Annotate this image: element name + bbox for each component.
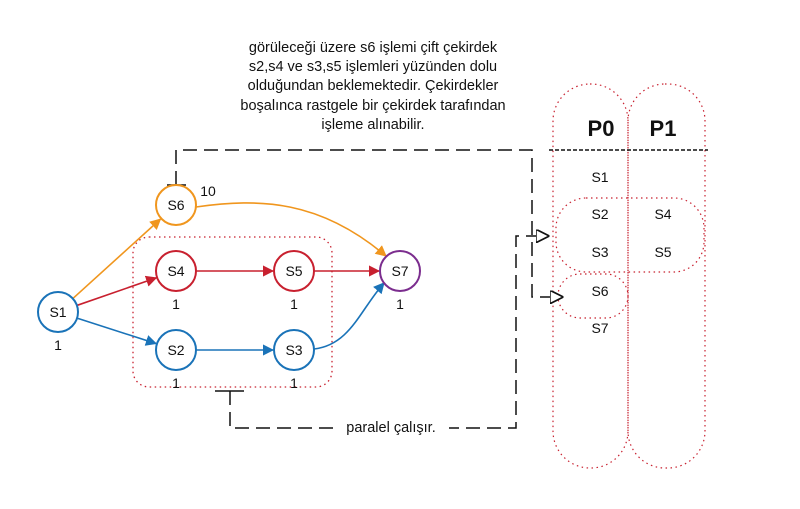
s6-connector-line [175,149,562,297]
note-line-3: olduğundan beklemektedir. Çekirdekler [248,78,499,94]
slot-p0-row2: S2 [591,206,608,222]
p1-header: P1 [650,116,677,141]
s6-connector [167,149,562,297]
p1-column [627,83,706,469]
edge-s1-s2 [76,317,158,346]
slot-p0-row4: S6 [591,283,608,299]
node-s2: S2 1 [155,329,197,391]
node-circle [273,250,315,292]
note-line-4: boşalınca rastgele bir çekirdek tarafınd… [240,98,505,114]
node-s6: S6 10 [155,183,216,226]
edge-s1-s6 [72,218,162,300]
note-line-2: s2,s4 ve s3,s5 işlemleri yüzünden dolu [249,59,497,75]
parallel-slot-group [555,197,705,273]
node-label: S1 [49,304,66,320]
parallel-connector-line [229,236,548,429]
edge-s3-s7 [313,282,385,350]
node-circle [155,250,197,292]
explanation-note: görüleceği üzere s6 işlemi çift çekirdek… [240,40,505,133]
node-label: S2 [167,342,184,358]
processor-table: P0 P1 S1 S2 S4 S3 S5 S6 S7 [549,83,708,469]
node-weight: 1 [290,375,298,391]
node-circle [155,184,197,226]
slot-p0-row3: S3 [591,244,608,260]
node-weight: 1 [172,375,180,391]
node-circle [37,291,79,333]
node-label: S3 [285,342,302,358]
node-s3: S3 1 [273,329,315,391]
slot-p1-row3: S5 [654,244,671,260]
node-s1: S1 1 [37,291,79,353]
edge-s1-s4 [76,275,158,307]
parallel-label: paralel çalışır. [346,420,435,436]
node-label: S7 [391,263,408,279]
edge-s6-s7 [195,202,387,257]
node-label: S6 [167,197,184,213]
node-circle [379,250,421,292]
node-weight: 1 [172,296,180,312]
p0-header: P0 [588,116,615,141]
node-s5: S5 1 [273,250,315,312]
node-weight: 1 [54,337,62,353]
note-line-5: işleme alınabilir. [321,117,424,133]
note-line-1: görüleceği üzere s6 işlemi çift çekirdek [249,40,498,56]
parallel-connector: paralel çalışır. [215,236,548,436]
node-s4: S4 1 [155,250,197,312]
node-s7: S7 1 [379,250,421,312]
node-circle [273,329,315,371]
node-label: S5 [285,263,302,279]
node-circle [155,329,197,371]
node-label: S4 [167,263,184,279]
node-weight: 1 [396,296,404,312]
parallel-group-outline [132,236,333,388]
parallel-label-bg [333,418,449,436]
node-weight: 10 [200,183,216,199]
p0-column [552,83,629,469]
slot-p0-row5: S7 [591,320,608,336]
graph-edges [72,202,387,356]
slot-p0-row1: S1 [591,169,608,185]
slot-p1-row2: S4 [654,206,671,222]
node-weight: 1 [290,296,298,312]
